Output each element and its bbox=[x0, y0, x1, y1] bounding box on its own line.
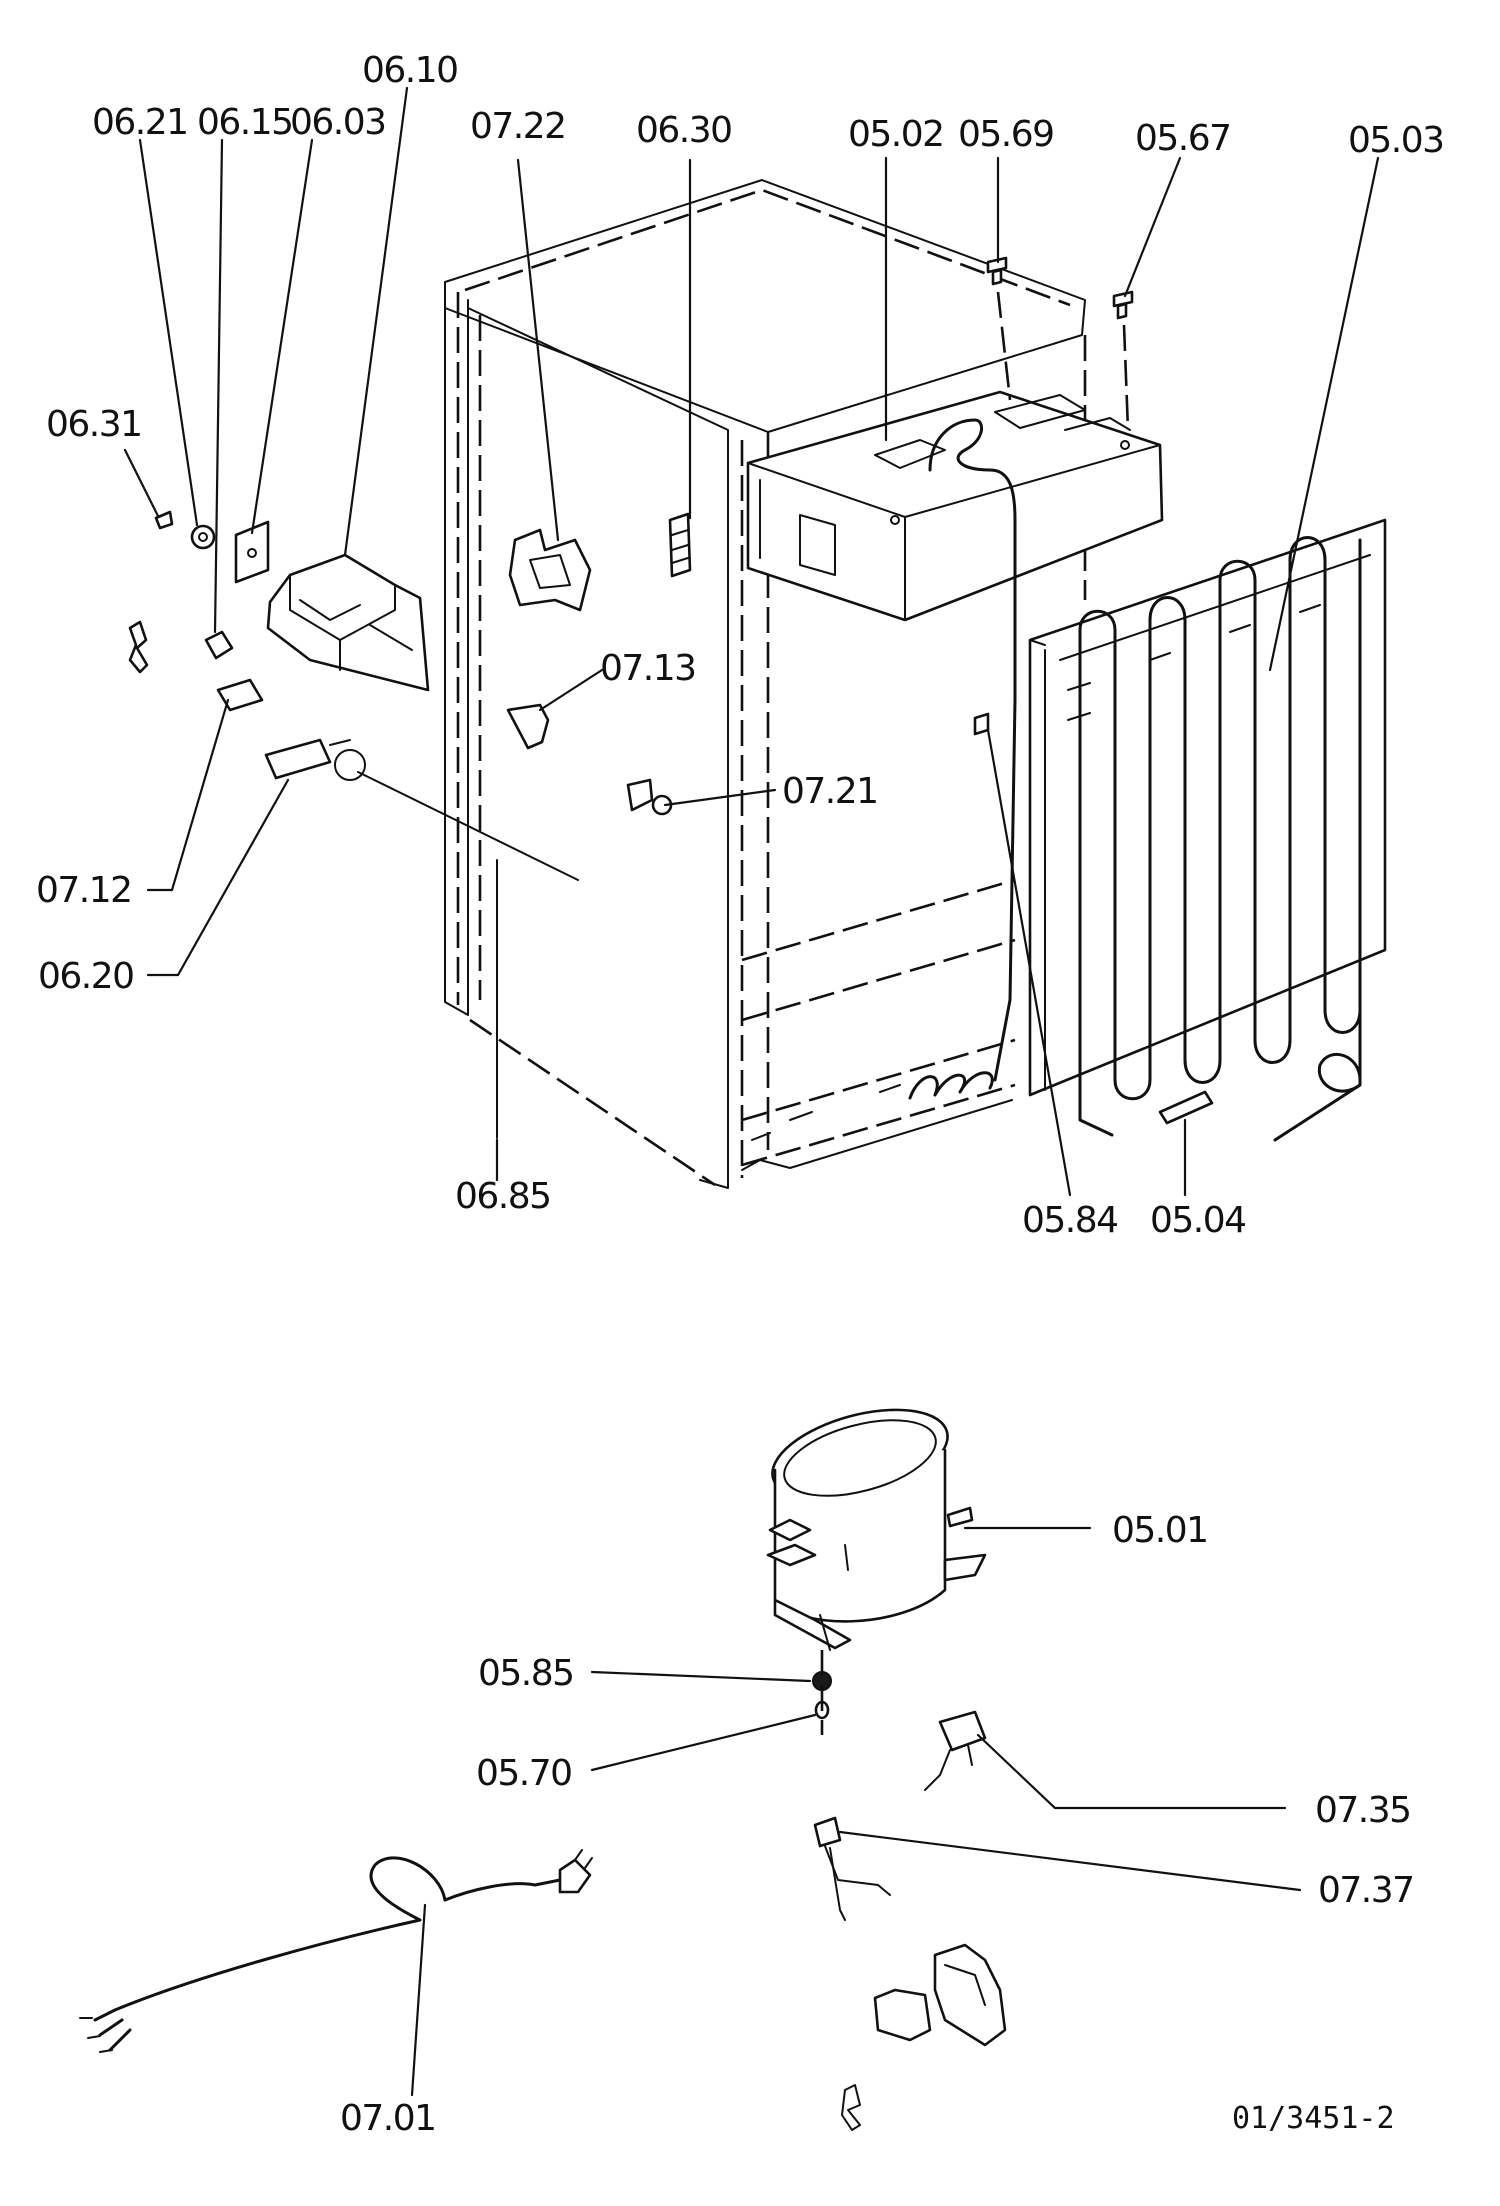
evaporator-box bbox=[746, 390, 1164, 1082]
screw-0721 bbox=[626, 778, 673, 816]
thermostat-0620 bbox=[264, 738, 579, 881]
plate-0603 bbox=[234, 520, 270, 584]
part-labels: 06.21 06.15 06.03 06.10 07.22 06.30 05.0… bbox=[36, 50, 1445, 2139]
label-06-31: 06.31 bbox=[46, 404, 142, 445]
label-05-85: 05.85 bbox=[478, 1653, 574, 1694]
knob-0621 bbox=[190, 524, 216, 550]
label-05-69: 05.69 bbox=[958, 114, 1054, 155]
lamp-holder-0630 bbox=[668, 512, 692, 578]
clip-0615 bbox=[204, 630, 234, 660]
label-05-04: 05.04 bbox=[1150, 1200, 1246, 1241]
mains-cable bbox=[79, 1849, 593, 2053]
screw-0567 bbox=[1112, 290, 1134, 320]
refrigerator-cabinet bbox=[444, 179, 1087, 1189]
knob-0631 bbox=[154, 510, 174, 530]
leader-lines bbox=[123, 86, 1380, 2097]
label-07-22: 07.22 bbox=[470, 106, 566, 147]
label-07-35: 07.35 bbox=[1315, 1790, 1411, 1831]
bulb-0713 bbox=[506, 703, 550, 750]
label-06-85: 06.85 bbox=[455, 1176, 551, 1217]
label-06-20: 06.20 bbox=[38, 956, 134, 997]
terminal-cover bbox=[841, 1943, 1007, 2131]
screw-0569 bbox=[986, 256, 1008, 286]
label-07-12: 07.12 bbox=[36, 870, 132, 911]
grommet-0584 bbox=[973, 712, 990, 736]
label-07-01: 07.01 bbox=[340, 2098, 436, 2139]
label-05-67: 05.67 bbox=[1135, 118, 1231, 159]
label-07-13: 07.13 bbox=[600, 648, 696, 689]
label-07-21: 07.21 bbox=[782, 771, 878, 812]
thermostat-housing-0610 bbox=[266, 553, 430, 692]
label-05-84: 05.84 bbox=[1022, 1200, 1118, 1241]
label-05-02: 05.02 bbox=[848, 114, 944, 155]
switch-0712 bbox=[216, 678, 264, 712]
housing-0722 bbox=[508, 528, 592, 612]
drawing-reference: 01/3451-2 bbox=[1232, 2101, 1395, 2136]
label-05-03: 05.03 bbox=[1348, 120, 1444, 161]
compressor bbox=[766, 1408, 987, 1651]
label-06-10: 06.10 bbox=[362, 50, 458, 91]
label-06-30: 06.30 bbox=[636, 110, 732, 151]
label-05-01: 05.01 bbox=[1112, 1510, 1208, 1551]
label-06-03: 06.03 bbox=[290, 102, 386, 143]
bracket-left bbox=[128, 620, 149, 674]
label-07-37: 07.37 bbox=[1318, 1870, 1414, 1911]
drier-filter bbox=[1158, 1090, 1214, 1125]
overload-protector bbox=[813, 1816, 891, 1921]
label-05-70: 05.70 bbox=[476, 1753, 572, 1794]
label-06-15: 06.15 bbox=[197, 102, 293, 143]
label-06-21: 06.21 bbox=[92, 102, 188, 143]
condenser-coil bbox=[1028, 518, 1387, 1142]
starter-relay bbox=[924, 1710, 987, 1791]
